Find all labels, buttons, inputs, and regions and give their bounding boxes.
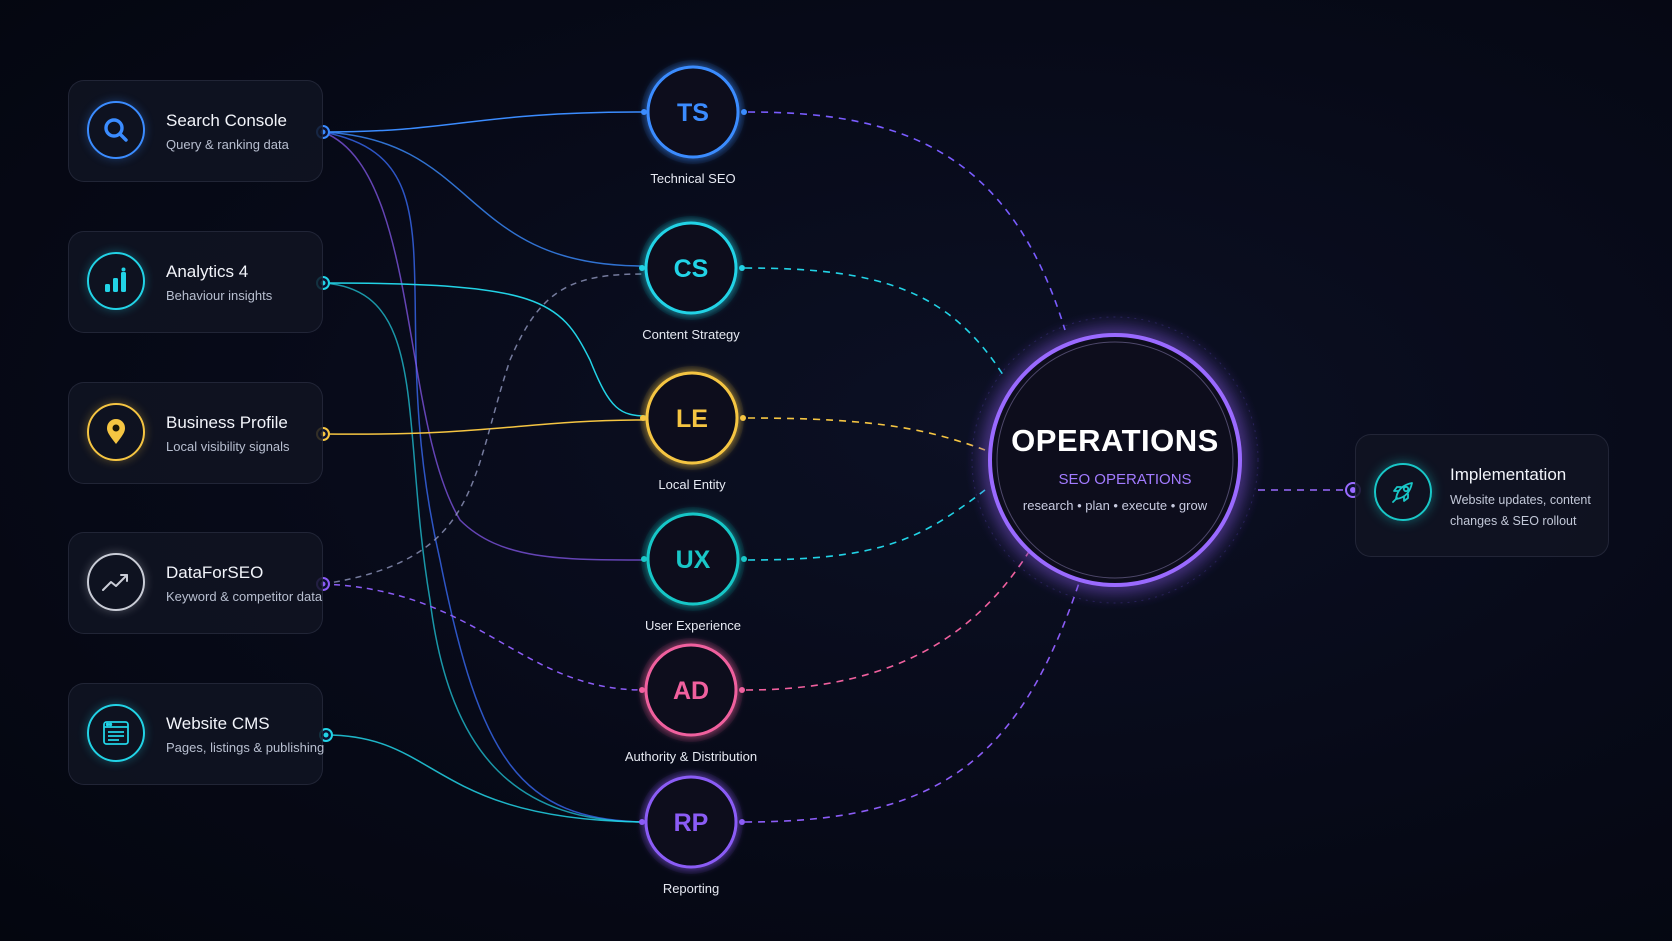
source-subtitle: Local visibility signals bbox=[166, 439, 290, 454]
connector-dataforseo-ad bbox=[322, 583, 644, 691]
hub-node-le[interactable]: LE bbox=[640, 366, 746, 470]
hub-ring bbox=[645, 371, 739, 465]
hub-abbreviation: UX bbox=[676, 546, 711, 574]
connector-search-console-cs bbox=[322, 131, 644, 267]
source-title: Analytics 4 bbox=[166, 262, 249, 281]
source-icon-ring bbox=[87, 101, 145, 159]
source-icon-ring bbox=[87, 553, 145, 611]
source-title: Search Console bbox=[166, 111, 287, 130]
connector-analytics-le bbox=[322, 282, 649, 417]
hub-node-ux[interactable]: UX bbox=[641, 507, 747, 611]
hub-layer: TS CS LE UX AD RP bbox=[639, 60, 747, 874]
connector-ts-operations bbox=[747, 111, 1066, 331]
connector-search-console-ts bbox=[322, 111, 646, 133]
hub-label-cs: Content Strategy bbox=[642, 327, 740, 342]
hub-ring bbox=[644, 775, 738, 869]
hub-node-ts[interactable]: TS bbox=[641, 60, 747, 164]
hub-node-ad[interactable]: AD bbox=[639, 638, 745, 742]
connector-search-console-rp bbox=[322, 131, 646, 823]
connector-ux-operations bbox=[747, 489, 986, 561]
source-subtitle: Keyword & competitor data bbox=[166, 589, 323, 604]
hub-abbreviation: TS bbox=[677, 99, 709, 127]
operations-tagline: research • plan • execute • grow bbox=[1022, 498, 1208, 513]
bar-chart-icon bbox=[105, 267, 126, 292]
search-icon bbox=[104, 118, 128, 142]
hub-abbreviation: LE bbox=[676, 405, 708, 433]
hub-label-ad: Authority & Distribution bbox=[624, 749, 758, 764]
hub-abbreviation: CS bbox=[674, 255, 709, 283]
hub-connectors bbox=[744, 111, 1352, 823]
hub-node-cs[interactable]: CS bbox=[639, 216, 745, 320]
source-card-analytics-4[interactable]: Analytics 4 Behaviour insights bbox=[68, 231, 323, 333]
hub-ring bbox=[644, 643, 738, 737]
source-card-dataforseo[interactable]: DataForSEO Keyword & competitor data bbox=[68, 532, 323, 634]
operations-core bbox=[965, 310, 1265, 610]
implementation-card[interactable]: Implementation Website updates, content … bbox=[1355, 434, 1609, 557]
operations-title: OPERATIONS bbox=[1011, 423, 1219, 458]
hub-label-ux: User Experience bbox=[644, 618, 742, 633]
connector-dataforseo-cs bbox=[322, 273, 644, 585]
hub-abbreviation: RP bbox=[674, 809, 709, 837]
source-icon-ring bbox=[87, 252, 145, 310]
implementation-icon-ring bbox=[1374, 463, 1432, 521]
connector-analytics-rp bbox=[322, 282, 646, 823]
source-title: DataForSEO bbox=[166, 563, 264, 582]
trend-line-icon bbox=[102, 574, 128, 591]
connector-cs-operations bbox=[744, 267, 1006, 379]
implementation-description: Website updates, content changes & SEO r… bbox=[1450, 493, 1591, 528]
connector-cms-rp bbox=[325, 734, 646, 823]
rocket-icon bbox=[1392, 482, 1413, 503]
connector-rp-operations bbox=[744, 579, 1081, 823]
hub-node-rp[interactable]: RP bbox=[639, 770, 745, 874]
hub-ring bbox=[644, 221, 738, 315]
hub-abbreviation: AD bbox=[673, 677, 709, 705]
source-subtitle: Pages, listings & publishing bbox=[166, 740, 325, 755]
dashed-source-connectors bbox=[322, 273, 644, 691]
source-subtitle: Behaviour insights bbox=[166, 288, 273, 303]
hub-label-rp: Reporting bbox=[662, 881, 720, 896]
browser-window-icon bbox=[103, 721, 129, 745]
source-card-website-cms[interactable]: Website CMS Pages, listings & publishing bbox=[68, 683, 325, 785]
source-title: Business Profile bbox=[166, 413, 288, 432]
hub-ring bbox=[646, 65, 740, 159]
hub-label-le: Local Entity bbox=[658, 477, 726, 492]
source-subtitle: Query & ranking data bbox=[166, 137, 289, 152]
operations-subtitle: SEO OPERATIONS bbox=[1058, 471, 1192, 488]
source-title: Website CMS bbox=[166, 714, 270, 733]
connector-business-profile-le bbox=[322, 419, 649, 435]
source-icon-ring bbox=[87, 704, 145, 762]
connector-le-operations bbox=[747, 417, 986, 451]
implementation-title: Implementation bbox=[1450, 465, 1567, 484]
hub-label-ts: Technical SEO bbox=[650, 171, 736, 186]
connector-search-console-ux bbox=[322, 131, 649, 561]
hub-ring bbox=[646, 512, 740, 606]
source-icon-ring bbox=[87, 403, 145, 461]
connector-ad-operations bbox=[745, 549, 1031, 691]
source-connectors bbox=[322, 111, 649, 823]
map-pin-icon bbox=[107, 419, 125, 444]
